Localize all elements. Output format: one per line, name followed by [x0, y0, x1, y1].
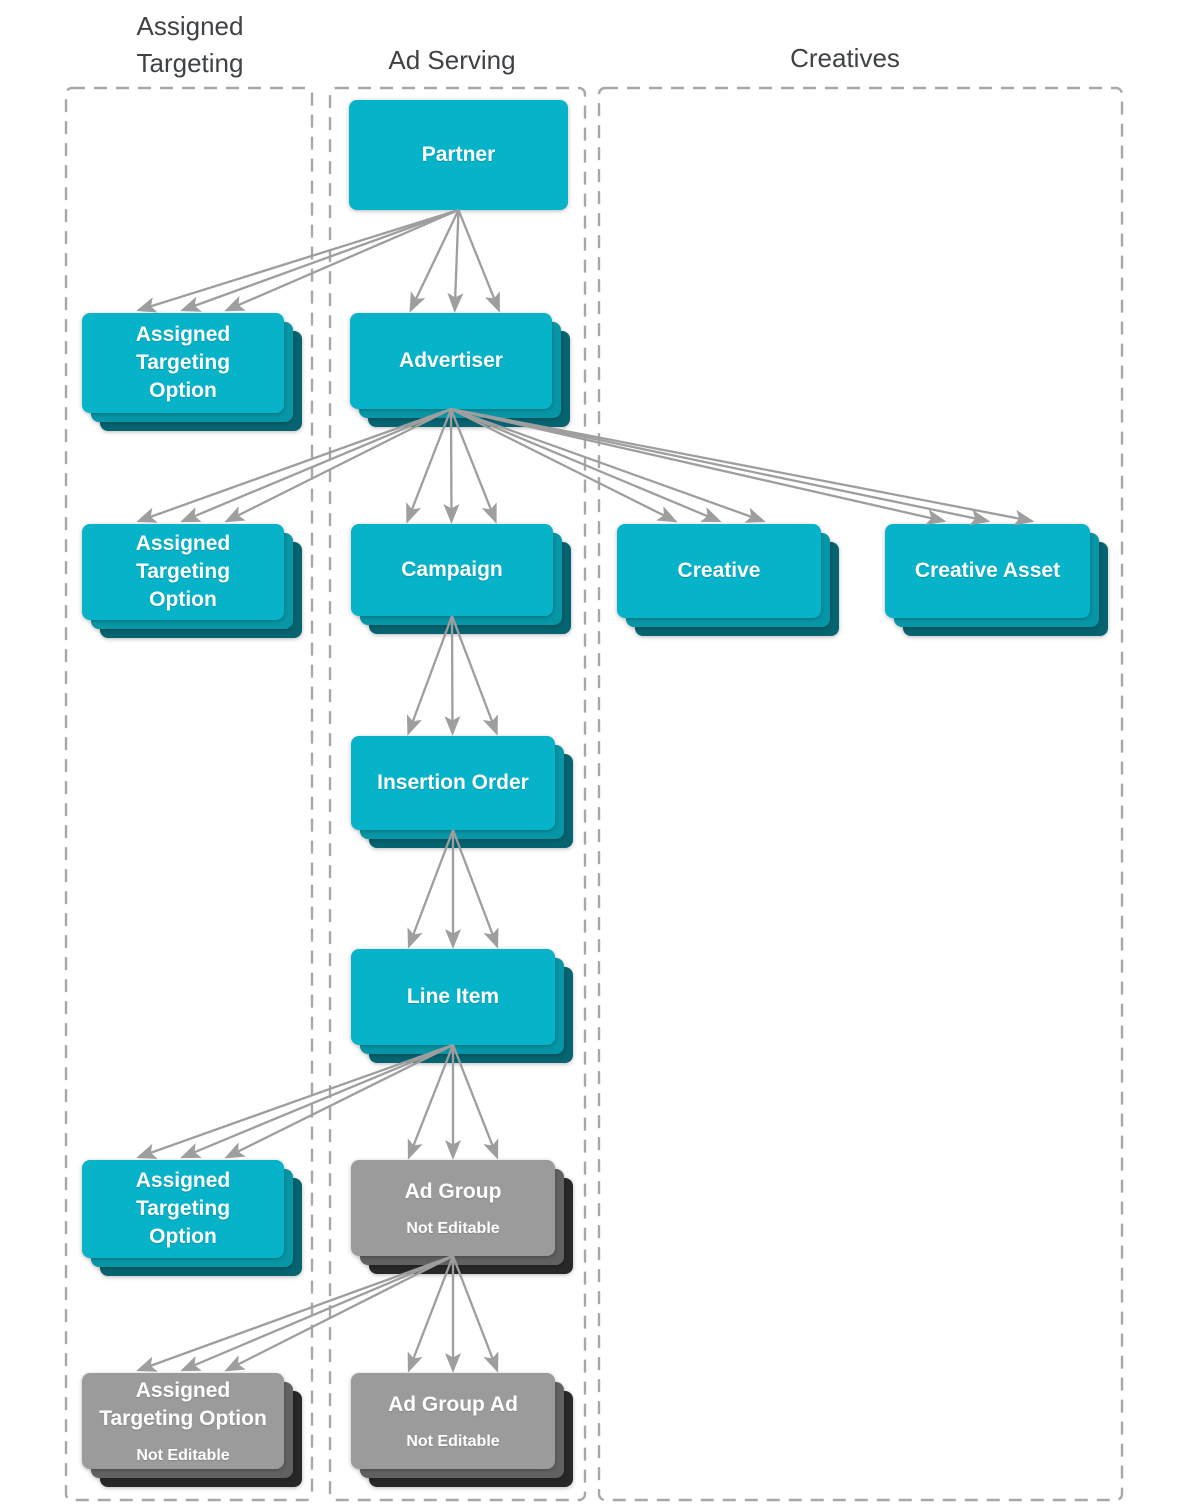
node-creative: Creative	[617, 524, 821, 618]
node-label: Assigned Targeting Option	[99, 1378, 267, 1430]
node-label: Creative Asset	[914, 559, 1061, 582]
node-label: Insertion Order	[377, 771, 529, 794]
node-label: Campaign	[401, 558, 503, 581]
node-label: Creative	[677, 559, 761, 582]
node-label: Ad Group	[404, 1179, 502, 1203]
column-title-assigned-targeting: Assigned Targeting	[136, 11, 244, 78]
node-creative-asset: Creative Asset	[885, 524, 1090, 618]
node-insertion-order: Insertion Order	[351, 736, 555, 830]
node-assigned-targeting-option-partner: Assigned Targeting Option	[82, 313, 284, 413]
edge-partner-to-advertiser	[409, 209, 500, 313]
column-box-assigned-targeting	[64, 86, 314, 1502]
node-sublabel: Not Editable	[406, 1432, 500, 1450]
column-title-ad-serving: Ad Serving	[388, 45, 516, 75]
node-label: Line Item	[406, 985, 500, 1008]
node-assigned-targeting-option-line-item: Assigned Targeting Option	[82, 1160, 284, 1258]
node-sublabel: Not Editable	[136, 1446, 230, 1464]
node-label: Advertiser	[399, 349, 503, 372]
node-advertiser: Advertiser	[350, 313, 552, 409]
node-partner: Partner	[349, 100, 568, 210]
node-label: Assigned Targeting Option	[135, 1169, 231, 1248]
node-label: Partner	[421, 143, 496, 166]
column-title-creatives: Creatives	[790, 43, 900, 73]
node-assigned-targeting-option-advertiser: Assigned Targeting Option	[82, 524, 284, 620]
node-ad-group-ad: Ad Group Ad Not Editable	[351, 1373, 555, 1469]
column-box-creatives	[597, 86, 1124, 1502]
node-label: Ad Group Ad	[388, 1392, 518, 1416]
node-line-item: Line Item	[351, 949, 555, 1045]
node-label: Assigned Targeting Option	[135, 323, 231, 402]
node-label: Assigned Targeting Option	[135, 532, 231, 611]
node-campaign: Campaign	[351, 524, 553, 616]
node-sublabel: Not Editable	[406, 1219, 500, 1237]
edge-partner-to-assigned-targeting-option-partner	[136, 208, 459, 313]
